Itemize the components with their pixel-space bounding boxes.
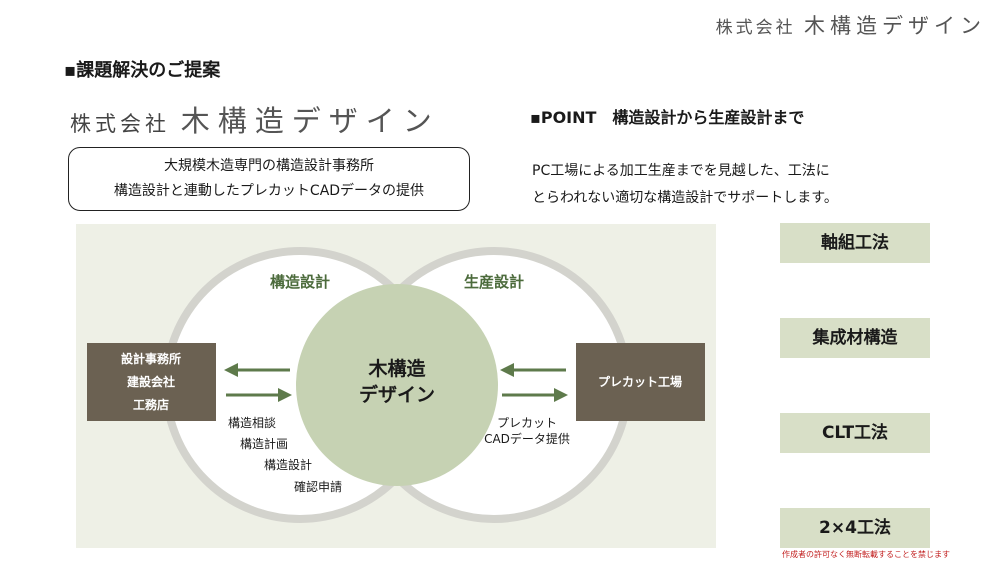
company-logo: 株式会社 木構造デザイン	[70, 98, 440, 140]
company-logo-prefix: 株式会社	[70, 112, 170, 136]
left-box-line-3: 工務店	[133, 397, 169, 412]
side-button-jikugumi[interactable]: 軸組工法	[780, 223, 930, 263]
description-line-2: 構造設計と連動したプレカットCADデータの提供	[113, 183, 425, 199]
left-service-4: 確認申請	[294, 479, 342, 494]
right-box-label: プレカット工場	[598, 374, 682, 389]
header-logo: 株式会社 木構造デザイン	[716, 10, 986, 40]
left-service-3: 構造設計	[264, 457, 312, 472]
left-circle-label: 構造設計	[270, 273, 330, 291]
left-service-2: 構造計画	[240, 436, 288, 451]
copyright-notice: 作成者の許可なく無断転載することを禁じます	[782, 550, 950, 559]
header-logo-name: 木構造デザイン	[804, 14, 986, 38]
side-button-2x4[interactable]: 2×4工法	[780, 508, 930, 548]
section-title: ▪課題解決のご提案	[64, 60, 221, 81]
right-circle-label: 生産設計	[464, 273, 524, 291]
right-service-2: CADデータ提供	[484, 431, 570, 446]
center-label-line-1: 木構造	[367, 357, 426, 380]
point-line-1: PC工場による加工生産までを見越した、工法に	[532, 163, 830, 179]
left-box-line-2: 建設会社	[126, 374, 175, 389]
center-label-line-2: デザイン	[359, 383, 435, 406]
side-button-clt[interactable]: CLT工法	[780, 413, 930, 453]
point-title: ▪POINT 構造設計から生産設計まで	[530, 108, 805, 127]
point-line-2: とらわれない適切な構造設計でサポートします。	[532, 190, 838, 206]
right-service-1: プレカット	[497, 416, 557, 430]
right-arrow-out	[502, 388, 568, 402]
center-circle	[296, 284, 498, 486]
description-line-1: 大規模木造専門の構造設計事務所	[164, 158, 374, 174]
side-button-shuseizai[interactable]: 集成材構造	[780, 318, 930, 358]
left-service-1: 構造相談	[228, 415, 276, 430]
right-arrow-in	[500, 363, 566, 377]
header-logo-prefix: 株式会社	[715, 18, 796, 38]
point-body: PC工場による加工生産までを見越した、工法に とらわれない適切な構造設計でサポー…	[532, 158, 838, 212]
left-arrow-in	[224, 363, 290, 377]
company-logo-name: 木構造デザイン	[180, 104, 440, 138]
left-box	[87, 343, 216, 421]
description-box: 大規模木造専門の構造設計事務所 構造設計と連動したプレカットCADデータの提供	[68, 147, 470, 211]
right-box	[576, 343, 705, 421]
left-box-line-1: 設計事務所	[121, 351, 181, 366]
left-arrow-out	[226, 388, 292, 402]
